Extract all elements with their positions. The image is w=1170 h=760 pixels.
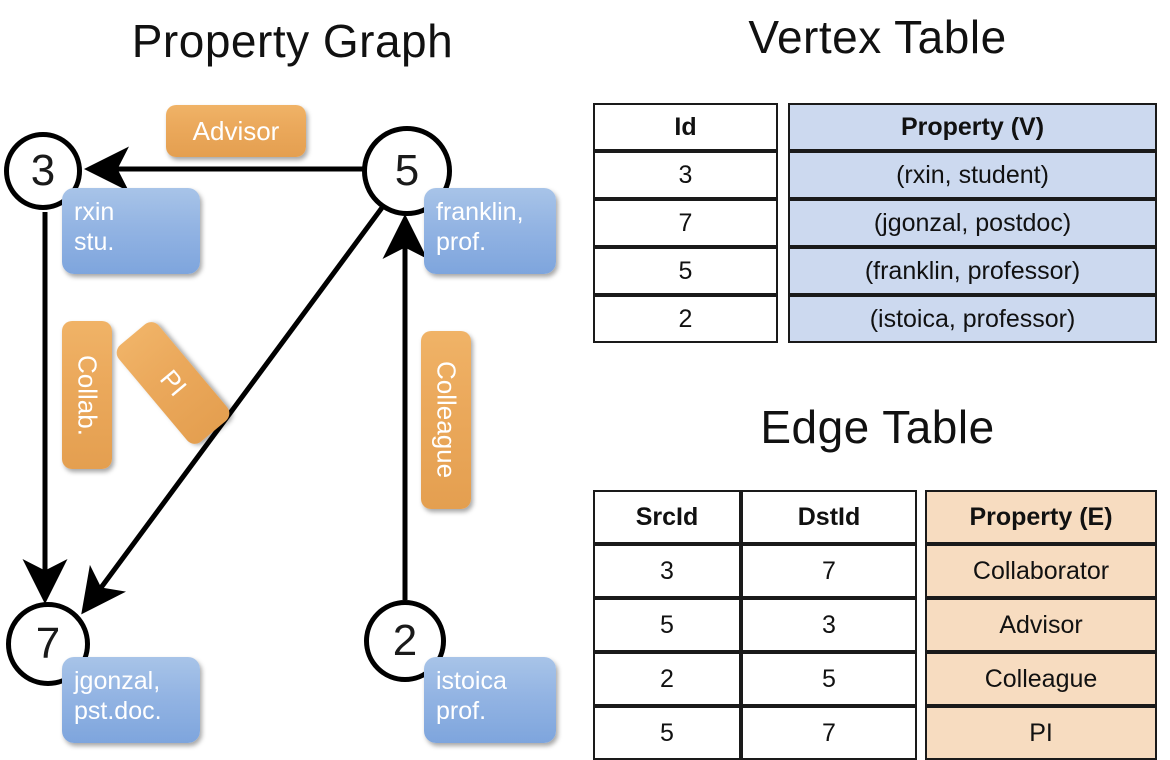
edge-table-header-row: SrcId DstId Property (E) xyxy=(593,490,1157,544)
table-row[interactable]: 5 7 PI xyxy=(593,706,1157,760)
vertex-property-box-5[interactable]: franklin, prof. xyxy=(424,188,556,274)
vertex-node-5-label: 5 xyxy=(394,146,420,195)
vertex-table: Id Property (V) 3 (rxin, student) 7 (jgo… xyxy=(593,103,1157,343)
edge-table-cell-property: PI xyxy=(925,706,1157,760)
vertex-node-5[interactable]: 5 xyxy=(362,126,452,216)
edge-table-column-gap xyxy=(917,652,925,706)
vertex-property-box-3-line1: rxin xyxy=(74,198,115,226)
vertex-table-column-gap xyxy=(778,295,788,343)
edge-table-cell-srcid: 2 xyxy=(593,652,741,706)
vertex-table-cell-property: (franklin, professor) xyxy=(788,247,1157,295)
edge-table-cell-dstid: 3 xyxy=(741,598,917,652)
vertex-table-header-property: Property (V) xyxy=(788,103,1157,151)
vertex-property-box-7[interactable]: jgonzal, pst.doc. xyxy=(62,657,200,743)
vertex-node-3-label: 3 xyxy=(30,146,56,195)
edge-table-cell-dstid: 5 xyxy=(741,652,917,706)
edge-label-box-collab[interactable]: Collab. xyxy=(62,321,112,469)
edge-label-box-colleague[interactable]: Colleague xyxy=(421,331,471,509)
edge-table-cell-dstid: 7 xyxy=(741,706,917,760)
edge-table-cell-property: Advisor xyxy=(925,598,1157,652)
vertex-property-box-5-line1: franklin, xyxy=(436,198,524,226)
vertex-table-cell-id: 2 xyxy=(593,295,778,343)
vertex-property-box-3[interactable]: rxin stu. xyxy=(62,188,200,274)
vertex-node-2[interactable]: 2 xyxy=(364,600,446,682)
property-graph-diagram: 3 5 7 2 rxin stu. franklin, prof. jgonza… xyxy=(4,105,556,743)
graph-edges-svg xyxy=(22,146,428,615)
edge-label-collab-text: Collab. xyxy=(72,354,103,436)
vertex-property-box-5-line2: prof. xyxy=(436,227,487,256)
vertex-property-box-2-line2: prof. xyxy=(436,696,487,725)
vertex-table-column-gap xyxy=(778,151,788,199)
vertex-table-cell-property: (istoica, professor) xyxy=(788,295,1157,343)
edge-table-cell-srcid: 5 xyxy=(593,598,741,652)
vertex-table-cell-id: 3 xyxy=(593,151,778,199)
edge-table-cell-property: Colleague xyxy=(925,652,1157,706)
edge-label-box-advisor[interactable]: Advisor xyxy=(166,105,306,157)
table-row[interactable]: 2 (istoica, professor) xyxy=(593,295,1157,343)
page-title-vertex-table: Vertex Table xyxy=(748,11,1007,63)
table-row[interactable]: 5 (franklin, professor) xyxy=(593,247,1157,295)
edge-table-cell-srcid: 5 xyxy=(593,706,741,760)
vertex-property-box-3-line2: stu. xyxy=(74,227,115,256)
edge-table-header-srcid: SrcId xyxy=(593,490,741,544)
table-row[interactable]: 3 7 Collaborator xyxy=(593,544,1157,598)
edge-table-column-gap xyxy=(917,490,925,544)
edge-table-column-gap xyxy=(917,544,925,598)
vertex-table-column-gap xyxy=(778,103,788,151)
edge-table-header-property: Property (E) xyxy=(925,490,1157,544)
vertex-table-cell-id: 7 xyxy=(593,199,778,247)
table-row[interactable]: 7 (jgonzal, postdoc) xyxy=(593,199,1157,247)
vertex-table-cell-id: 5 xyxy=(593,247,778,295)
vertex-table-column-gap xyxy=(778,247,788,295)
edge-table-header-dstid: DstId xyxy=(741,490,917,544)
vertex-property-box-7-line2: pst.doc. xyxy=(74,696,162,725)
vertex-table-cell-property: (jgonzal, postdoc) xyxy=(788,199,1157,247)
vertex-table-cell-property: (rxin, student) xyxy=(788,151,1157,199)
table-row[interactable]: 2 5 Colleague xyxy=(593,652,1157,706)
edge-label-advisor-text: Advisor xyxy=(192,115,280,146)
vertex-property-box-2-line1: istoica xyxy=(436,667,507,695)
vertex-node-2-label: 2 xyxy=(392,616,418,665)
table-row[interactable]: 3 (rxin, student) xyxy=(593,151,1157,199)
edge-line-5-to-7 xyxy=(81,203,387,615)
vertex-table-column-gap xyxy=(778,199,788,247)
edge-label-pi-text: PI xyxy=(153,363,193,402)
edge-table: SrcId DstId Property (E) 3 7 Collaborato… xyxy=(593,490,1157,760)
edge-table-cell-dstid: 7 xyxy=(741,544,917,598)
vertex-node-7-label: 7 xyxy=(35,619,61,668)
edge-label-colleague-text: Colleague xyxy=(431,361,462,479)
vertex-table-header-row: Id Property (V) xyxy=(593,103,1157,151)
edge-table-cell-property: Collaborator xyxy=(925,544,1157,598)
vertex-property-box-2[interactable]: istoica prof. xyxy=(424,657,556,743)
page-title-edge-table: Edge Table xyxy=(760,401,995,453)
edge-table-column-gap xyxy=(917,598,925,652)
vertex-table-header-id: Id xyxy=(593,103,778,151)
edge-table-column-gap xyxy=(917,706,925,760)
vertex-property-box-7-line1: jgonzal, xyxy=(74,667,161,695)
edge-table-cell-srcid: 3 xyxy=(593,544,741,598)
page-title-property-graph: Property Graph xyxy=(131,15,454,67)
table-row[interactable]: 5 3 Advisor xyxy=(593,598,1157,652)
